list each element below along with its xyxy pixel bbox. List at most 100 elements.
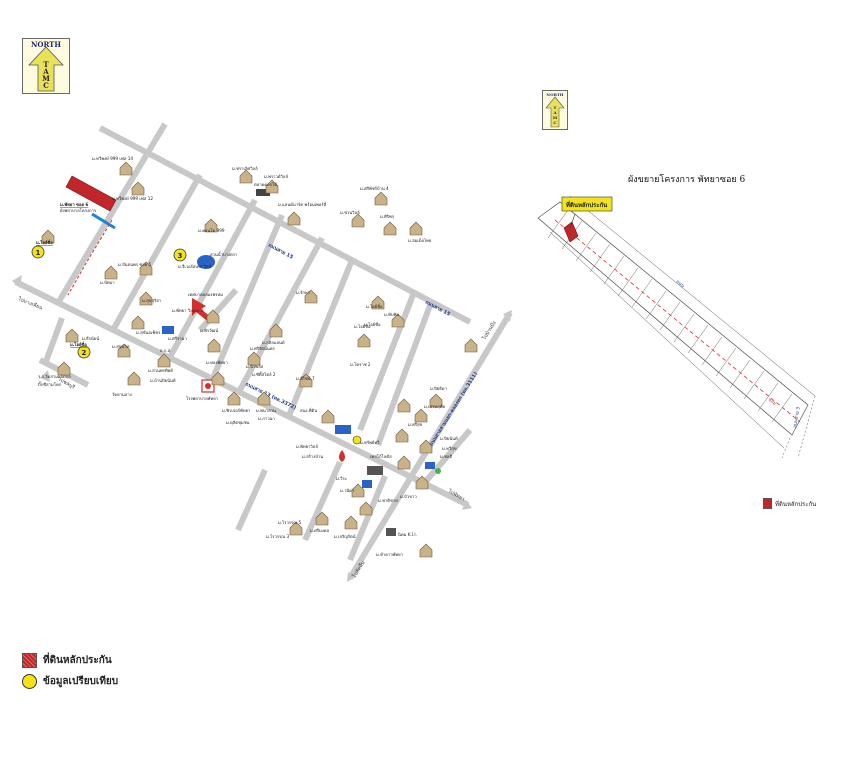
place-label: ม.ทวีพงษ์ 999 เฟส 12 — [112, 196, 153, 201]
comparable-marker — [173, 248, 187, 262]
place-label: ม.ศรีพัชร์บ้าน 4 — [360, 186, 389, 191]
place-label: ม.ปันธนพร ซอย 5 — [118, 262, 152, 267]
arrow-icon — [347, 572, 356, 582]
house-icons — [41, 161, 478, 558]
place-labels: ม.ทวีพงษ์ 999 เฟส 14 ม.ทวีพงษ์ 999 เฟส 1… — [36, 156, 458, 557]
place-label: ม.โคราช 2 — [350, 362, 371, 367]
building-icon — [335, 425, 351, 434]
place-label: ตลาดดอกไม้ — [254, 181, 277, 187]
place-label: ม.ชลธี — [440, 454, 452, 459]
comparable-swatch — [22, 673, 37, 689]
building-icon — [362, 480, 372, 488]
north-letter: T — [43, 60, 49, 69]
subject-site — [65, 175, 117, 212]
place-label: ม.รักษา — [296, 290, 310, 295]
place-label: ร.ร.วัดสามผลิตกุล — [38, 374, 71, 380]
comparable-number: 3 — [178, 252, 183, 260]
comparable-number: 1 — [36, 249, 41, 257]
place-label: วัดยานลาง — [112, 392, 132, 397]
building-icon — [162, 326, 174, 334]
north-letter: A — [43, 67, 49, 76]
place-label: ม.ปิยนันท์ — [440, 436, 458, 441]
arrow-icon — [503, 310, 512, 322]
place-label: ม.พราวด์วิลล์ — [264, 174, 288, 179]
place-label: ม.ภาวนา — [258, 416, 275, 421]
place-label: ม.ทวีพงษ์ 999 เฟส 14 — [92, 156, 133, 161]
arrow-icon — [462, 500, 472, 510]
place-label: ม.ทองพัทยา — [206, 360, 228, 365]
market-icon — [256, 189, 270, 196]
north-letter: M — [552, 115, 558, 120]
place-label: ม.ชาติชาย — [378, 498, 398, 503]
place-label: ม.สวนพรทิพย์ — [148, 368, 173, 373]
place-label: ม.สมเด็จไทย — [408, 237, 432, 243]
road-15 — [98, 125, 472, 325]
place-label: เทสโก้โลตัส — [370, 454, 392, 459]
road-label: ถนนสาย 15 — [267, 242, 294, 260]
place-label: ม.ทรัพย์ทวี — [360, 440, 380, 445]
place-label: ม.ฟิวเจอร์พัทยา — [222, 408, 250, 413]
legend-bottom: ที่ดินหลักประกัน ข้อมูลเปรียบเทียบ — [22, 652, 118, 690]
north-letter: A — [553, 110, 557, 115]
place-label: ม.ธีรนัยน์ — [82, 336, 99, 341]
legend-label: ที่ดินหลักประกัน — [775, 500, 817, 508]
place-label: ม.รีเวอร์สเคป วิลล์ — [178, 264, 212, 269]
lake-icon — [197, 255, 215, 269]
fuel-icon — [339, 450, 345, 462]
gas-icon — [435, 468, 441, 474]
place-label: ม.เจริญรัตน์ — [334, 534, 356, 539]
legend-label: ข้อมูลเปรียบเทียบ — [43, 675, 119, 687]
comparable-number: 2 — [82, 349, 87, 357]
place-label: ม.ไรวรรณ 5 — [278, 519, 302, 525]
place-label: เทศบาลคลองพรหม — [188, 292, 223, 297]
road-13 — [14, 279, 470, 508]
north-letter: M — [42, 74, 50, 83]
building-icon — [425, 462, 435, 469]
comparable-marker — [31, 245, 45, 259]
direction-arrows — [12, 275, 512, 582]
direction-label: ไปบางเหียน — [16, 295, 44, 312]
place-label: ม.สุขสุริยา — [142, 298, 161, 304]
place-label: ม.บัวขาว — [400, 494, 417, 499]
place-label: ม.พัทยาวิลล์ — [296, 444, 318, 449]
place-label: ม.ชราเลิศวิลล์ — [232, 166, 258, 171]
north-arrow-left: NORTH T A M C — [22, 38, 70, 94]
place-label: ม.ไอย์ชื่อ — [366, 303, 383, 309]
callout-pointer — [569, 213, 576, 229]
legend-swatch — [763, 498, 772, 509]
place-label: ม.พิรวัฒน์ — [200, 328, 218, 333]
place-label: ม.สร้างบ้าน — [302, 454, 323, 459]
place-label: ม.ดุสิตชุมชน — [226, 420, 250, 426]
place-label: สนง.ที่ดิน — [300, 407, 317, 413]
site-pointer — [91, 212, 116, 230]
place-label: บิ๊กซีสามโคก — [38, 381, 62, 387]
place-label: ม.ไอย์ชื่อ — [36, 239, 53, 245]
road-name: ถนนสาย 3 — [792, 406, 802, 428]
place-label: ม.ปัทมา — [100, 280, 115, 285]
place-label: ม.พัทยา ซอย 6 — [60, 202, 88, 207]
place-label: ม.ลลิลแลนด์ — [262, 340, 285, 345]
site-plan: ที่ดินหลักประกัน ถนน ซอย ถนนสาย 3 — [537, 195, 816, 459]
callout-box — [561, 196, 613, 212]
place-label: ม.นิวพลัส — [246, 364, 264, 369]
route-line — [67, 219, 113, 296]
north-letter: T — [553, 105, 557, 110]
north-label: NORTH — [546, 92, 564, 97]
place-label: ม.วีระ — [336, 476, 347, 481]
place-label: ม.ไอย์ชื่อ — [354, 323, 371, 329]
site-plan-title: ผังขยายโครงการ พัทยาซอย 6 — [628, 175, 746, 185]
place-label: ม.ไอย์ชื่อ — [70, 341, 87, 347]
place-label: ม.วนิดา — [340, 488, 354, 493]
place-label: ม.ชวนวิลล์ — [340, 210, 360, 215]
arrow-icon — [40, 370, 50, 382]
place-label: ม.เปรมฤทัย — [424, 404, 445, 409]
subject-swatch — [22, 652, 37, 668]
place-label: ม.ห้าดาวพัทยา — [376, 552, 403, 557]
place-label: ม.ศิริพรุ — [380, 214, 395, 220]
place-label: ม.สุขันธเพ็ชร — [136, 329, 161, 336]
place-label: โรงพยาบาลพัทยา — [186, 396, 218, 401]
gas-icon — [352, 435, 362, 445]
place-label: ม.ดีไซน์ 7 — [296, 375, 315, 381]
place-label: ธ.ก.ส. — [160, 348, 172, 353]
place-label: ม.ซิตี้สไตล์ 2 — [252, 371, 276, 377]
